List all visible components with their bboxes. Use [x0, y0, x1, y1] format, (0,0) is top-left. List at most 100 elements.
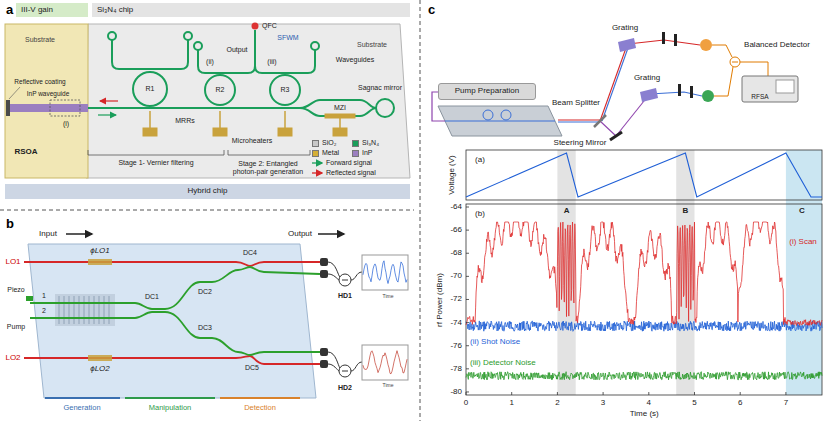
- axis-tick: [740, 392, 741, 395]
- figure-label: HD1: [338, 292, 352, 300]
- photonic-chip-b-illustration: [88, 355, 112, 361]
- node-text: Hybrid chip: [187, 187, 227, 196]
- hybrid-chip-illustration: [112, 40, 188, 69]
- panel-dividers: [420, 0, 421, 421]
- figure-label: (ii): [206, 58, 214, 66]
- photonic-chip-b-illustration: [339, 274, 351, 286]
- figure-label: Microheaters: [232, 137, 272, 145]
- axis-tick: [466, 391, 469, 392]
- hybrid-chip-illustration: [143, 128, 157, 136]
- setup-c-illustration: [483, 110, 493, 120]
- axis-tick: [466, 345, 469, 346]
- figure-label: -74: [450, 318, 462, 327]
- hybrid-chip-illustration: [10, 104, 88, 112]
- photonic-chip-b-illustration: [59, 296, 60, 324]
- setup-c-illustration: [702, 90, 714, 102]
- photonic-chip-b-illustration: [59, 296, 109, 324]
- hybrid-chip-illustration: [213, 128, 227, 136]
- figure-label: LO2: [5, 354, 20, 363]
- waveform-trace: [363, 261, 407, 284]
- hybrid-chip-illustration: [6, 100, 10, 116]
- figure-label: Substrate: [25, 36, 55, 44]
- figure-label: DC3: [198, 324, 212, 332]
- figure-label: Time: [383, 383, 394, 389]
- hybrid-chip-illustration: [198, 30, 255, 73]
- legend-text: Forward signal: [326, 159, 372, 167]
- photonic-chip-b-illustration: [328, 352, 340, 368]
- figure-label: (i) Scan: [789, 238, 817, 247]
- figure-label: SFWM: [277, 34, 298, 42]
- figure-label: (b): [475, 210, 485, 219]
- axis-tick: [466, 207, 469, 208]
- detector-noise-trace: [466, 372, 822, 380]
- legend-swatch: [352, 150, 359, 157]
- axis-tick: [466, 230, 469, 231]
- setup-c-illustration: [432, 32, 798, 140]
- node-text: Si₃N₄ chip: [97, 6, 133, 15]
- axis-tick: [466, 253, 469, 254]
- photonic-chip-b-illustration: [99, 296, 100, 324]
- legend-text: Si₃N₄: [362, 139, 379, 147]
- legend-line-sample: [312, 162, 322, 163]
- setup-c-illustration: [712, 45, 732, 57]
- figure-label: 2: [555, 399, 559, 408]
- figure-label: MRRs: [175, 117, 194, 125]
- photonic-chip-b-illustration: [109, 296, 110, 324]
- figure-label: b: [6, 217, 14, 231]
- setup-c-illustration: [616, 96, 648, 136]
- figure-label: ϕLO2: [90, 365, 110, 374]
- photonic-chip-b-illustration: [351, 272, 362, 280]
- hybrid-chip-illustration: [98, 114, 116, 115]
- legend-swatch: [312, 140, 319, 147]
- figure-label: 2: [42, 307, 46, 315]
- photonic-chip-b-illustration: [24, 356, 320, 364]
- figure-label: 3: [601, 399, 605, 408]
- figure-label: 4: [647, 399, 651, 408]
- figure-label: rf Power (dBm): [436, 273, 445, 327]
- waveform-trace: [363, 351, 407, 374]
- hybrid-chip-illustration: [333, 128, 347, 136]
- figure-label: 5: [692, 399, 696, 408]
- axis-tick: [466, 322, 469, 323]
- figure-label: (iii) Detector Noise: [470, 359, 536, 368]
- photonic-chip-b-illustration: [55, 294, 115, 326]
- photonic-chip-b-illustration: [320, 258, 328, 368]
- axis-tick: [694, 392, 695, 395]
- hybrid-chip-illustration: [270, 75, 300, 105]
- figure-label: R2: [216, 86, 225, 94]
- setup-c-illustration: [674, 34, 677, 46]
- hybrid-chip-illustration: [194, 42, 202, 50]
- hybrid-chip-illustration: [278, 128, 292, 136]
- voltage-trace: [466, 153, 822, 197]
- setup-c-illustration: [662, 32, 665, 44]
- hybrid-chip-illustration: [88, 107, 300, 109]
- photonic-chip-b-illustration: [66, 233, 92, 235]
- figure-label: -80: [450, 388, 462, 397]
- photonic-chip-b-illustration: [26, 296, 33, 301]
- figure-label: Grating: [634, 74, 660, 83]
- setup-c-illustration: [776, 80, 794, 93]
- figure-label: RSOA: [14, 148, 37, 157]
- figure-label: -68: [450, 249, 462, 258]
- setup-c-illustration: [678, 84, 681, 96]
- setup-c-illustration: [558, 119, 600, 120]
- hybrid-chip-illustration: [133, 72, 167, 106]
- photonic-chip-b-illustration: [328, 274, 339, 280]
- photonic-chip-b-illustration: [328, 364, 339, 371]
- hybrid-chip-illustration: [50, 100, 80, 116]
- photonic-chip-b-illustration: [30, 312, 165, 318]
- scan-trace: [466, 222, 822, 326]
- setup-c-illustration: [730, 57, 740, 67]
- photonic-chip-b-illustration: [69, 296, 70, 324]
- axis-tick: [648, 392, 649, 395]
- hybrid-chip-illustration: [205, 75, 235, 105]
- hybrid-chip-illustration: [88, 150, 224, 155]
- figure-label: DC2: [198, 288, 212, 296]
- photonic-chip-b-illustration: [362, 345, 408, 380]
- region-band: Hybrid chip: [5, 184, 410, 199]
- hybrid-chip-illustration: [86, 24, 410, 178]
- node-text: Pump Preparation: [455, 87, 519, 96]
- hybrid-chip-illustration: [255, 50, 315, 73]
- region-band: Si₃N₄ chip: [92, 3, 410, 17]
- hybrid-chip-illustration: [252, 23, 259, 30]
